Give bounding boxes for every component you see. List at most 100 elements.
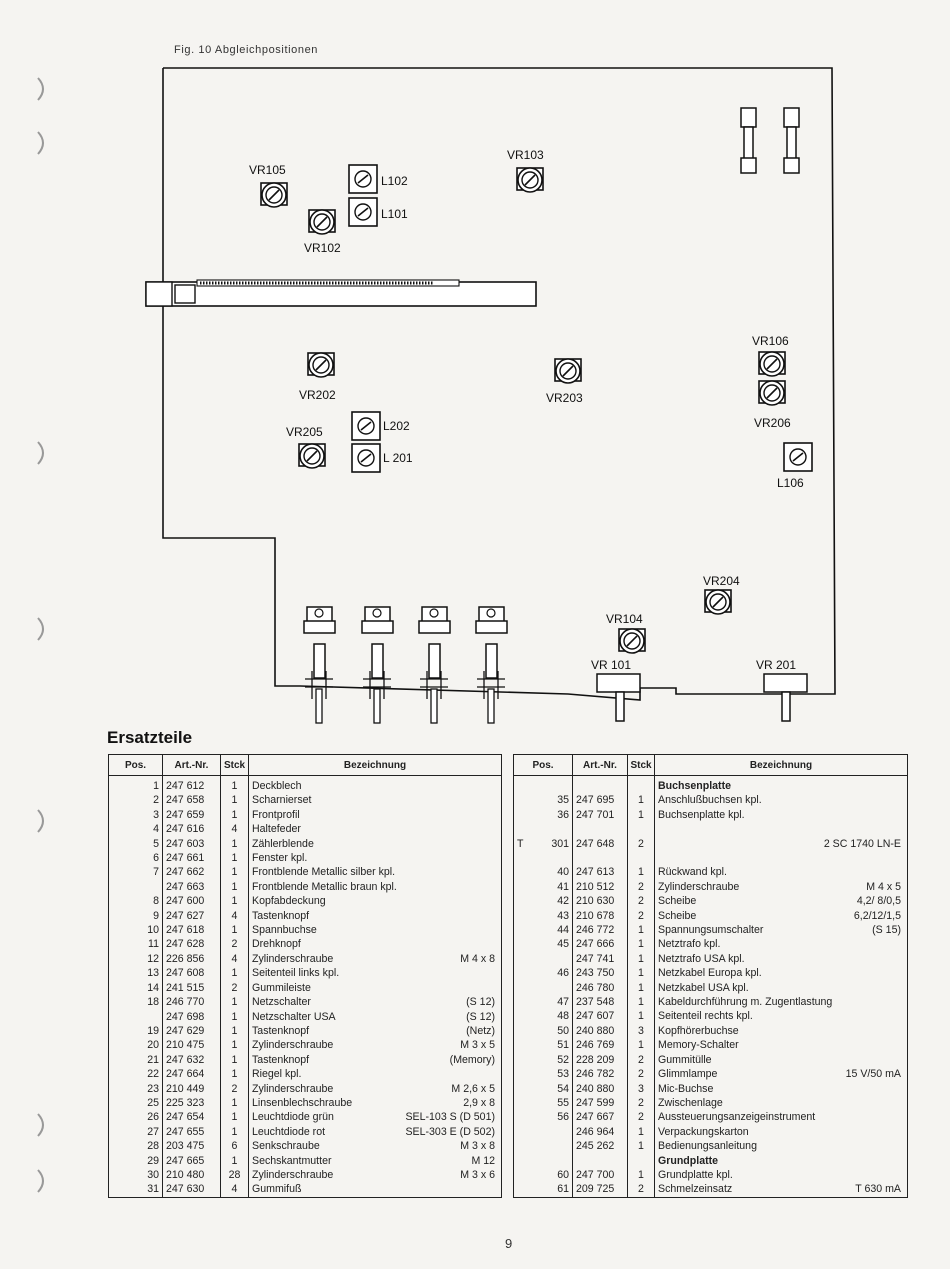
cell-pos: 54 xyxy=(513,1081,573,1096)
cell-qty: 2 xyxy=(627,894,655,909)
cell-pos: 4 xyxy=(108,822,163,837)
cell-description: Mic-Buchse xyxy=(654,1081,908,1096)
header-qty: Stck xyxy=(220,754,249,776)
description-text: Frontblende Metallic silber kpl. xyxy=(252,866,396,879)
cell-art-nr: 210 449 xyxy=(162,1081,221,1096)
cell-pos: 27 xyxy=(108,1124,163,1140)
counter-mechanism xyxy=(145,279,537,307)
cell-art-nr: 225 323 xyxy=(162,1095,221,1111)
label-l202: L202 xyxy=(383,419,410,433)
description-value: M 3 x 8 xyxy=(460,1140,495,1153)
parts-table-right: Pos. Art.-Nr. Stck Bezeichnung Buchsenpl… xyxy=(513,754,908,1198)
cell-pos: 10 xyxy=(108,923,163,938)
cell-pos: 20 xyxy=(108,1038,163,1053)
cell-description: Frontblende Metallic braun kpl. xyxy=(248,879,502,895)
description-text: Gummifuß xyxy=(252,1183,302,1196)
pos-number: 43 xyxy=(557,909,569,922)
punch-hole-mark xyxy=(37,1169,44,1193)
punch-hole-mark xyxy=(37,809,44,833)
pos-number: 36 xyxy=(557,808,569,821)
description-text: Buchsenplatte xyxy=(658,780,731,792)
pos-number: 301 xyxy=(551,837,569,850)
cell-qty: 1 xyxy=(220,1110,249,1125)
punch-hole-mark xyxy=(37,617,44,641)
description-value: 2 SC 1740 LN-E xyxy=(823,837,901,850)
cell-pos: 44 xyxy=(513,923,573,938)
cell-pos: 5 xyxy=(108,836,163,852)
slide-control xyxy=(303,606,336,724)
cell-art-nr: 247 608 xyxy=(162,966,221,981)
cell-description: Netzschalter USA(S 12) xyxy=(248,1009,502,1024)
cell-pos: 7 xyxy=(108,865,163,880)
cell-art-nr: 247 600 xyxy=(162,894,221,909)
board-outline xyxy=(162,67,836,701)
description-value: M 3 x 6 xyxy=(460,1168,495,1181)
cell-description: Grundplatte xyxy=(654,1153,908,1168)
header-desc: Bezeichnung xyxy=(248,754,502,776)
cell-qty: 1 xyxy=(220,1124,249,1140)
description-text: Zwischenlage xyxy=(658,1096,723,1109)
cell-description: Haltefeder xyxy=(248,822,502,837)
cell-pos: 23 xyxy=(108,1081,163,1096)
cell-description: Aussteuerungsanzeigeinstrument xyxy=(654,1110,908,1125)
cell-pos: 55 xyxy=(513,1095,573,1111)
cell-description: Netzkabel Europa kpl. xyxy=(654,966,908,981)
cell-pos xyxy=(108,879,163,895)
cell-pos: 3 xyxy=(108,807,163,823)
cell-pos: 1 xyxy=(108,775,163,794)
cell-description: 2 SC 1740 LN-E xyxy=(654,836,908,852)
cell-pos: 60 xyxy=(513,1167,573,1183)
cell-art-nr: 245 262 xyxy=(572,1139,628,1154)
cell-description: Seitenteil rechts kpl. xyxy=(654,1009,908,1024)
table-header: Pos. Art.-Nr. Stck Bezeichnung xyxy=(513,754,908,776)
trimmer-vr203 xyxy=(554,358,582,384)
cell-description: Gummifuß xyxy=(248,1182,502,1198)
table-row: Buchsenplatte xyxy=(513,775,908,794)
cell-art-nr: 210 475 xyxy=(162,1038,221,1053)
pos-number: 61 xyxy=(557,1183,569,1196)
cell-art-nr: 246 780 xyxy=(572,980,628,996)
description-text: Memory-Schalter xyxy=(658,1039,739,1052)
cell-qty: 2 xyxy=(220,980,249,996)
description-text: Leuchtdiode grün xyxy=(252,1111,334,1124)
cell-qty: 1 xyxy=(627,980,655,996)
cell-description: Anschlußbuchsen kpl. xyxy=(654,793,908,808)
cell-pos: 36 xyxy=(513,807,573,823)
cell-qty xyxy=(627,775,655,794)
cell-pos: 9 xyxy=(108,908,163,924)
description-value: M 12 xyxy=(471,1154,495,1167)
slide-control xyxy=(418,606,451,724)
table-row xyxy=(513,851,908,866)
label-vr206: VR206 xyxy=(754,416,791,430)
cell-pos: 13 xyxy=(108,966,163,981)
description-value: (Netz) xyxy=(466,1024,495,1037)
description-text: Aussteuerungsanzeigeinstrument xyxy=(658,1111,816,1124)
cell-art-nr: 210 630 xyxy=(572,894,628,909)
header-art: Art.-Nr. xyxy=(162,754,221,776)
label-l102: L102 xyxy=(381,174,408,188)
cell-qty: 1 xyxy=(220,1023,249,1039)
description-text: Kabeldurchführung m. Zugentlastung xyxy=(658,996,833,1009)
cell-qty: 2 xyxy=(627,1052,655,1068)
punch-hole-mark xyxy=(37,131,44,155)
